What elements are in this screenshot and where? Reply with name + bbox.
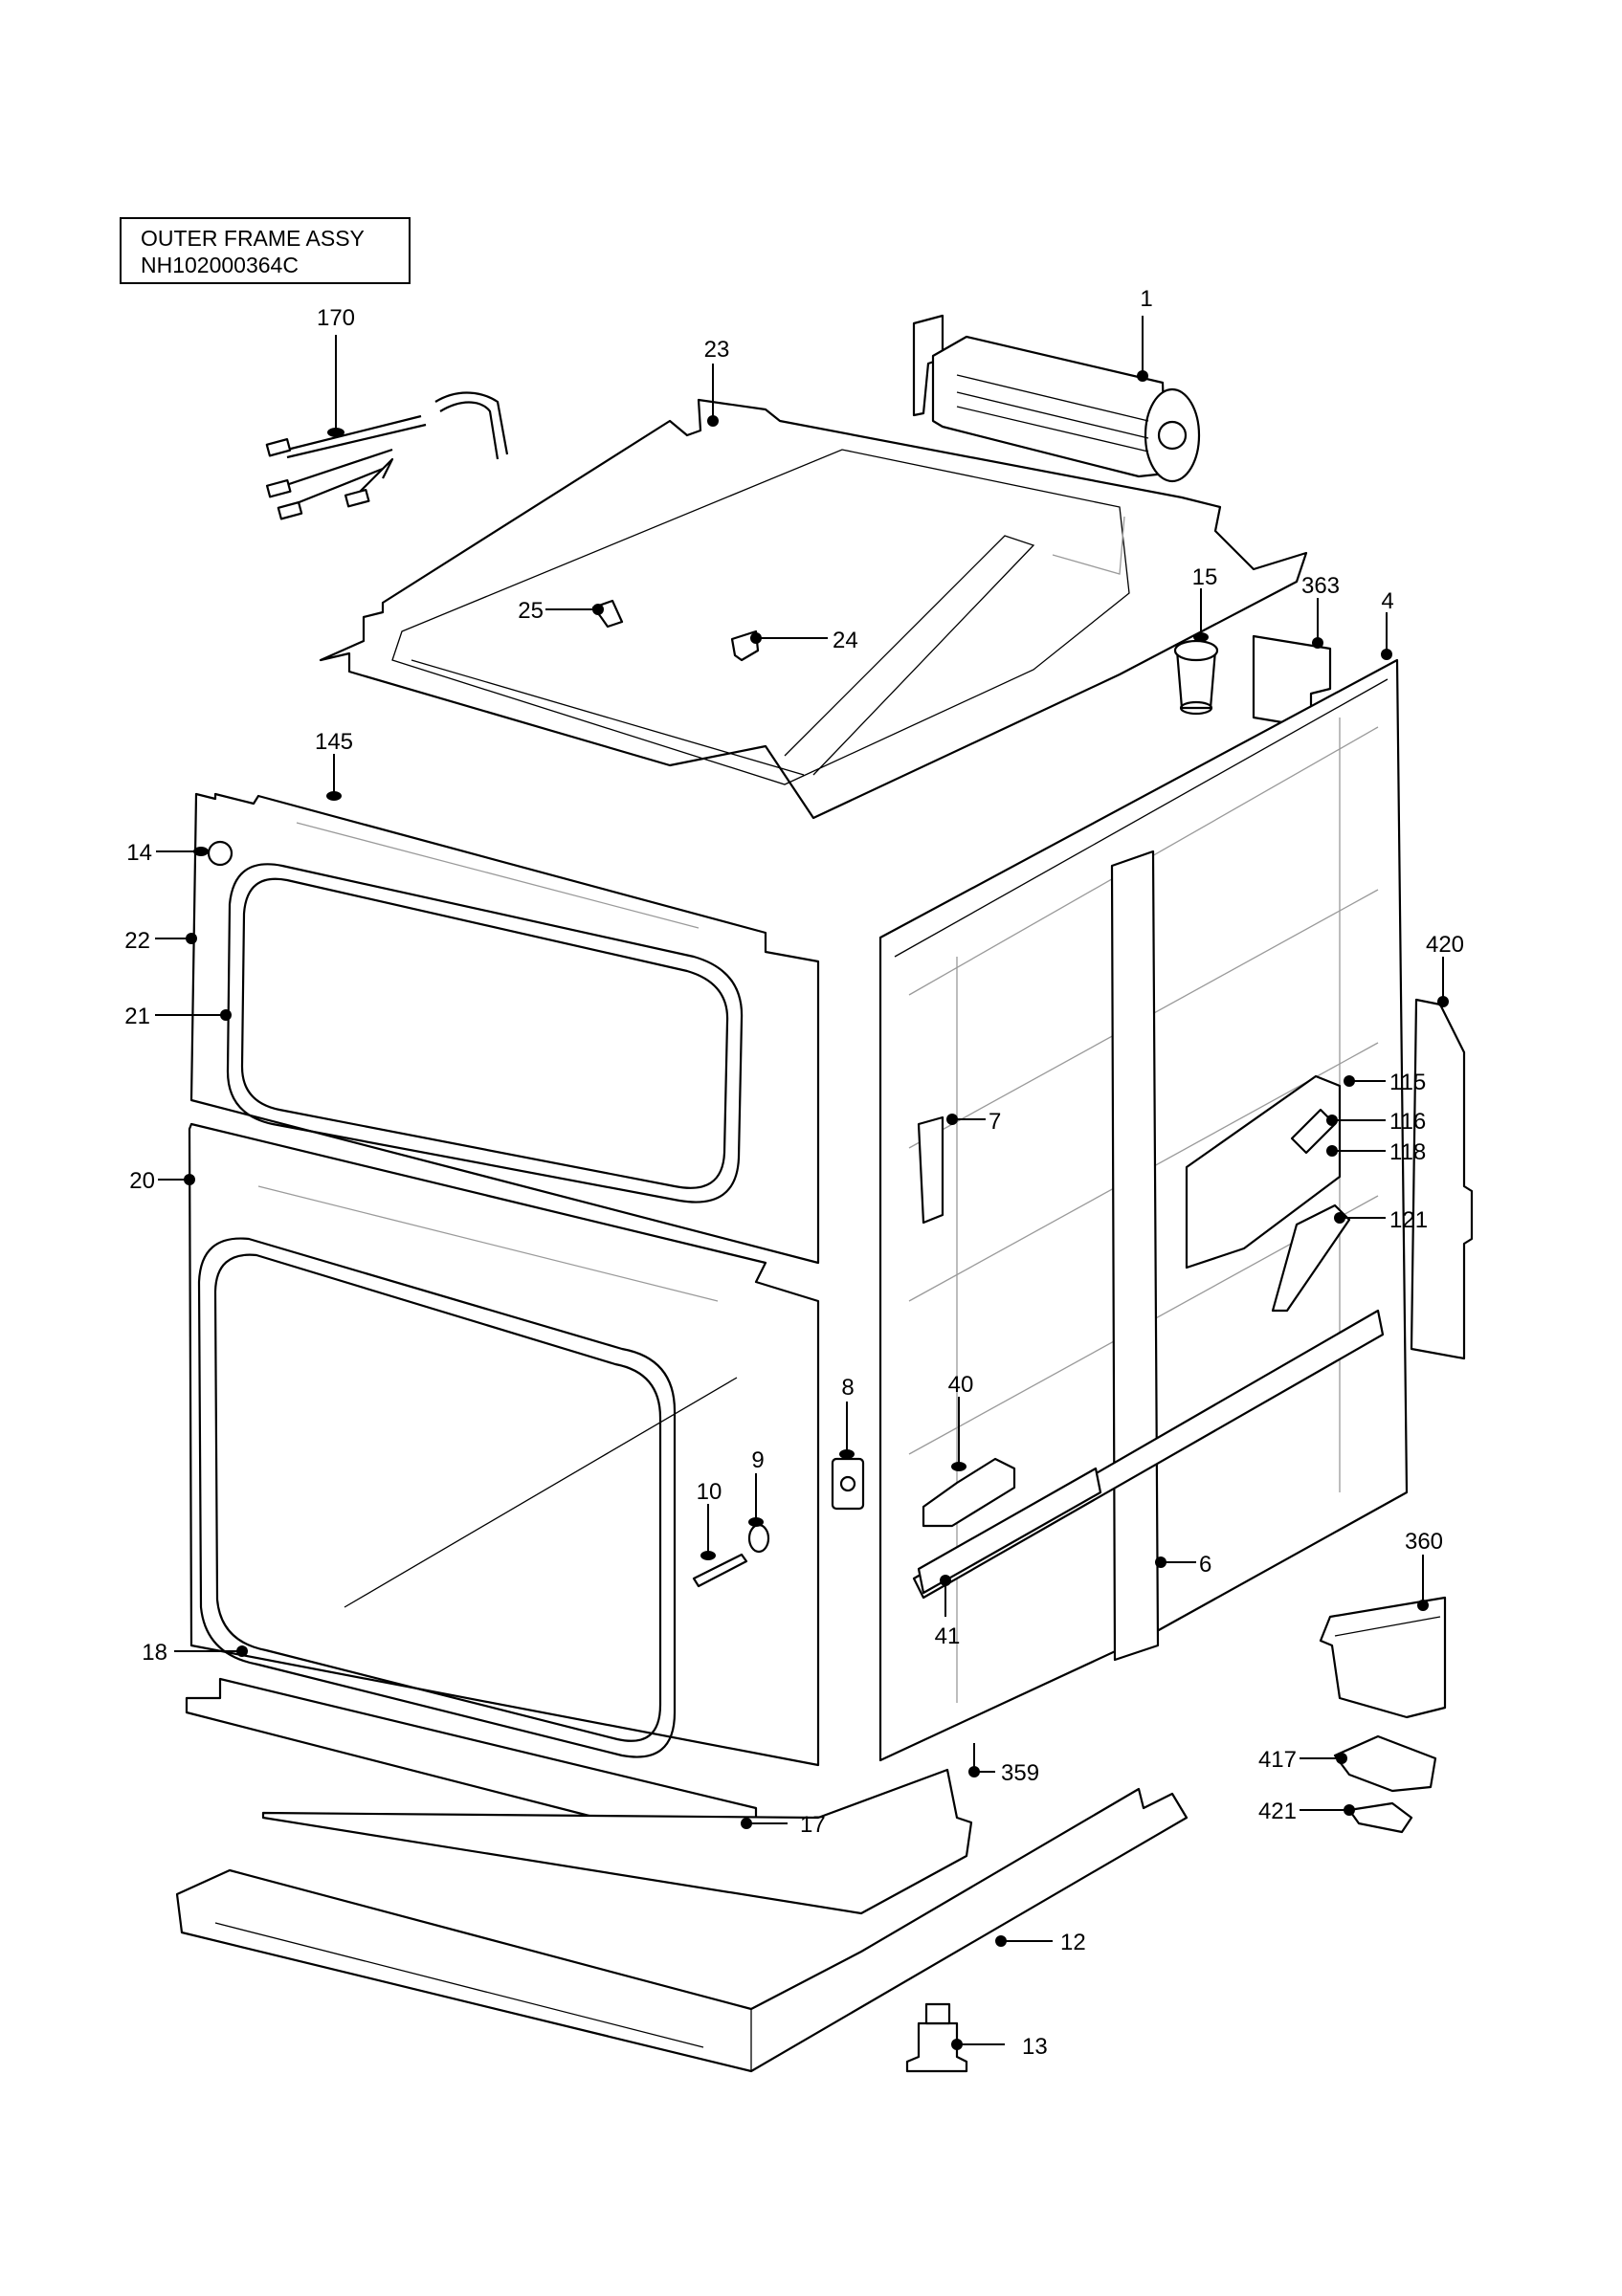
callout-118: 118: [1389, 1139, 1426, 1165]
callout-6: 6: [1199, 1552, 1211, 1578]
callout-41: 41: [935, 1623, 961, 1649]
callout-417: 417: [1258, 1747, 1297, 1773]
callout-8: 8: [841, 1375, 854, 1401]
part-bottom-panel: [261, 1768, 973, 1915]
part-upper-front-frame: [189, 792, 820, 1265]
callout-145: 145: [315, 729, 353, 755]
part-thermostat-bracket: [1185, 1074, 1342, 1269]
callout-360: 360: [1405, 1529, 1443, 1555]
part-latch-bracket: [917, 1115, 944, 1225]
part-small-bracket: [922, 1457, 1016, 1528]
part-lower-door-seal: [197, 1237, 677, 1758]
callout-359: 359: [1001, 1760, 1039, 1786]
part-right-side-panel: [1410, 998, 1474, 1360]
part-side-bracket: [1252, 634, 1332, 729]
callout-17: 17: [800, 1812, 826, 1838]
part-screw: [692, 1553, 748, 1588]
assembly-name: OUTER FRAME ASSY: [141, 226, 365, 251]
part-adjustable-foot: [905, 2002, 968, 2073]
part-base-frame: [175, 1787, 1189, 2073]
part-runner-rail-left: [917, 1467, 1102, 1595]
callout-22: 22: [124, 928, 150, 954]
part-vertical-strip: [1110, 850, 1160, 1662]
callout-7: 7: [989, 1109, 1001, 1135]
callout-363: 363: [1301, 573, 1340, 599]
part-socket: [831, 1457, 865, 1511]
callout-115: 115: [1389, 1070, 1426, 1095]
callout-40: 40: [948, 1372, 974, 1398]
callout-420: 420: [1426, 932, 1464, 958]
assembly-title-box: OUTER FRAME ASSY NH102000364C: [120, 217, 411, 284]
callout-labels: 1 170 23 25 24 15 363 4 145 14 22 21 420…: [124, 286, 1464, 2060]
callout-12: 12: [1060, 1930, 1086, 1955]
callout-21: 21: [124, 1004, 150, 1029]
callout-10: 10: [697, 1479, 722, 1505]
callout-24: 24: [833, 628, 858, 653]
callout-170: 170: [317, 305, 355, 331]
callout-25: 25: [518, 598, 544, 624]
part-pad-421: [1347, 1801, 1413, 1834]
callout-121: 121: [1389, 1207, 1428, 1233]
callout-23: 23: [704, 337, 730, 363]
callout-116: 116: [1389, 1109, 1426, 1135]
callout-4: 4: [1381, 588, 1393, 614]
callout-13: 13: [1022, 2034, 1048, 2060]
part-drawings: [175, 314, 1474, 2073]
part-upper-door-seal: [226, 863, 744, 1203]
callout-18: 18: [142, 1640, 167, 1666]
part-storage-box: [1319, 1596, 1447, 1719]
callout-14: 14: [126, 840, 152, 866]
assembly-part-number: NH102000364C: [141, 253, 299, 277]
part-wiring-harness: [265, 391, 509, 520]
callout-20: 20: [129, 1168, 155, 1194]
callout-421: 421: [1258, 1799, 1297, 1824]
leader-lines: [155, 316, 1449, 2050]
part-plug: [207, 840, 233, 867]
part-top-cover: [319, 398, 1308, 820]
part-clip-417: [1333, 1734, 1437, 1793]
callout-15: 15: [1192, 564, 1218, 590]
part-hinge-pin: [747, 1523, 770, 1554]
part-flue-grommet: [1173, 639, 1219, 716]
callout-1: 1: [1140, 286, 1152, 312]
callout-9: 9: [751, 1447, 764, 1473]
part-tangential-fan: [912, 314, 1201, 483]
part-angled-bracket: [1271, 1203, 1351, 1313]
